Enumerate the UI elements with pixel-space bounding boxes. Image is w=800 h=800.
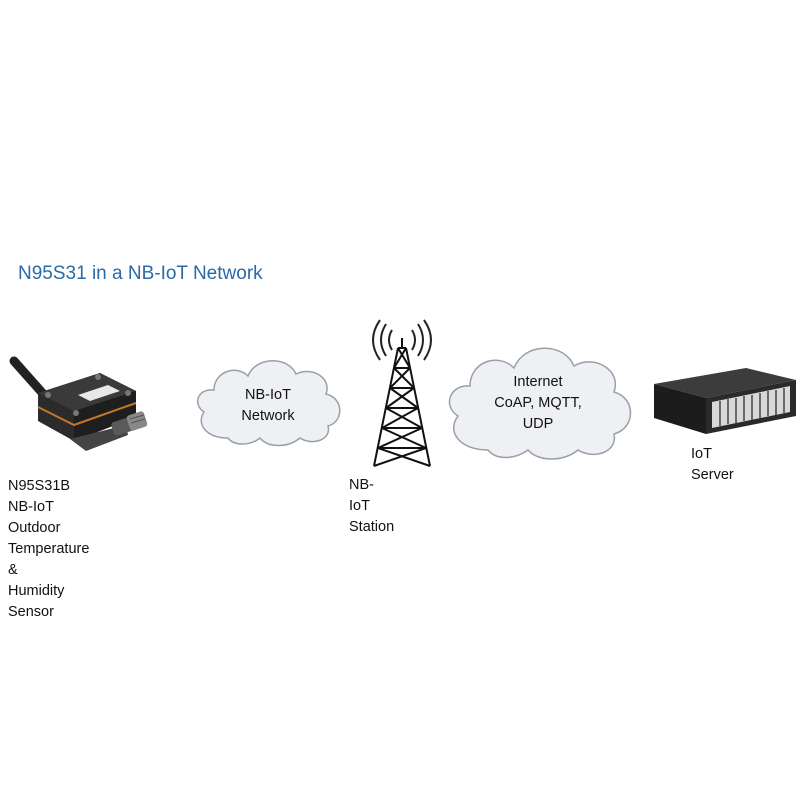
- sensor-label-line: Outdoor Temperature &: [8, 520, 90, 578]
- cloud-label-line: NB-IoT: [245, 387, 291, 403]
- cloud-label-line: Internet: [513, 374, 563, 390]
- cloud-label-line: UDP: [522, 416, 554, 432]
- sensor-device-icon: [9, 356, 148, 451]
- diagram-title: N95S31 in a NB-IoT Network: [18, 263, 263, 284]
- cloud-icon: [196, 360, 341, 447]
- nbiot-network-label: NB-IoT Network: [218, 385, 318, 427]
- server-label-line: IoT Server: [691, 446, 734, 483]
- station-label-line: NB-IoT Station: [349, 477, 395, 535]
- cell-tower-icon: [372, 319, 432, 467]
- cloud-label-line: CoAP, MQTT,: [494, 395, 582, 411]
- server-label: IoT Server: [691, 444, 734, 486]
- station-label: NB-IoT Station: [349, 475, 394, 538]
- internet-label: Internet CoAP, MQTT, UDP: [478, 372, 598, 435]
- sensor-label: N95S31B NB-IoT Outdoor Temperature & Hum…: [8, 476, 89, 623]
- sensor-label-line: N95S31B NB-IoT: [8, 478, 71, 515]
- cloud-icon: [448, 347, 632, 460]
- cloud-label-line: Network: [241, 408, 295, 424]
- sensor-label-line: Humidity Sensor: [8, 583, 65, 620]
- rack-server-icon: [654, 368, 796, 434]
